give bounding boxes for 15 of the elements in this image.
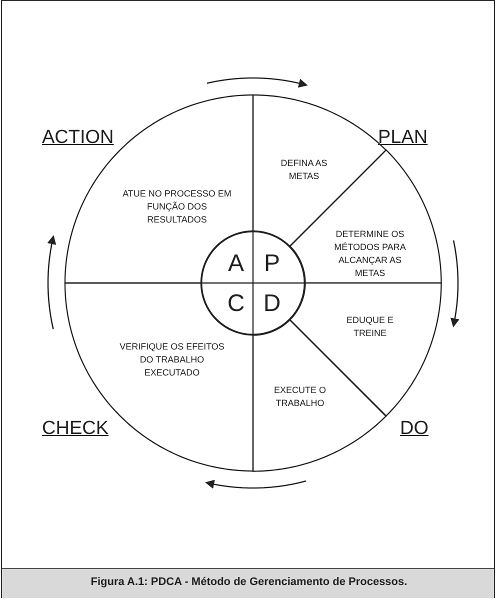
- phase-label: CHECK: [42, 418, 109, 440]
- phase-letter: A: [228, 252, 244, 276]
- phase-label: PLAN: [378, 127, 428, 149]
- phase-letter: D: [263, 292, 281, 316]
- step-text: EXECUTE O TRABALHO: [272, 384, 327, 410]
- phase-letter: C: [227, 292, 245, 316]
- phase-label: DO: [400, 418, 428, 440]
- step-text: EDUQUE E TREINE: [345, 314, 394, 340]
- step-text: DEFINA AS METAS: [280, 157, 328, 183]
- phase-letter: P: [264, 252, 280, 276]
- step-text: ATUE NO PROCESSO EM FUNÇÃO DOS RESULTADOS: [122, 188, 232, 226]
- step-text: DETERMINE OS MÉTODOS PARA ALCANÇAR AS METAS: [333, 228, 407, 280]
- step-text: VERIFIQUE OS EFEITOS DO TRABALHO EXECUTADO: [118, 340, 226, 380]
- figure-caption: Figura A.1: PDCA - Método de Gerenciamento de Processos.: [90, 576, 408, 588]
- phase-label: ACTION: [42, 127, 114, 149]
